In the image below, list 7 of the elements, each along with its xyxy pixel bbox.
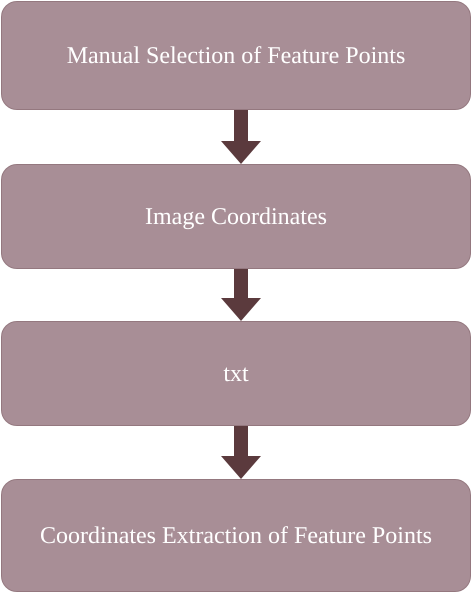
arrow bbox=[221, 269, 261, 321]
process-box: Coordinates Extraction of Feature Points bbox=[1, 479, 471, 592]
process-box: Image Coordinates bbox=[1, 164, 471, 269]
process-box: Manual Selection of Feature Points bbox=[1, 1, 471, 110]
process-box: txt bbox=[1, 321, 471, 426]
arrow bbox=[221, 110, 261, 164]
arrow bbox=[221, 426, 261, 479]
